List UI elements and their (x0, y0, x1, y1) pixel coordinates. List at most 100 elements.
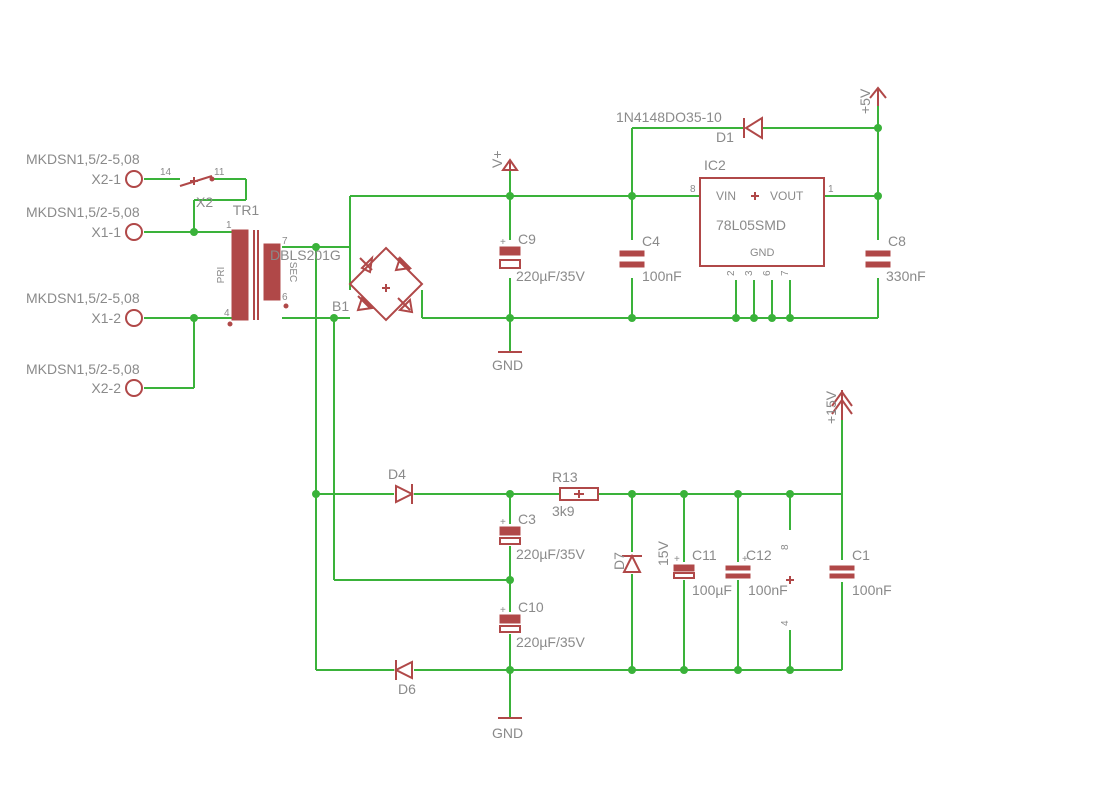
gnd-label: GND (492, 357, 523, 373)
supply-pin-label: 8 (780, 544, 791, 550)
regulator-pin-label: 6 (762, 270, 773, 276)
regulator-pin-label: 2 (726, 270, 737, 276)
junction-dot (506, 192, 514, 200)
supply-plus5v: +5V (857, 86, 887, 114)
junction-dot (786, 314, 794, 322)
connector-x1-1[interactable]: MKDSN1,5/2-5,08 X1-1 (26, 204, 143, 241)
cap-name-label: C3 (518, 511, 536, 527)
regulator-vout-label: VOUT (770, 189, 804, 203)
bridge-name-label: B1 (332, 298, 349, 314)
diode-name-label: D6 (398, 681, 416, 697)
junction-dot (786, 666, 794, 674)
cap-value-label: 220µF/35V (516, 268, 585, 284)
diode-value-label: 1N4148DO35-10 (616, 109, 722, 125)
transformer-tr1[interactable]: TR1 PRI SEC 1 4 7 6 (216, 202, 298, 327)
cap-value-label: 220µF/35V (516, 634, 585, 650)
transformer-pin-label: 6 (282, 292, 288, 303)
junction-dot (732, 314, 740, 322)
supply-vplus: V+ (489, 150, 519, 171)
junction-dot (190, 228, 198, 236)
capacitor-c11[interactable]: + C11 100µF (673, 547, 732, 598)
junction-dot (506, 490, 514, 498)
bridge-rectifier-b1[interactable]: DBLS201G B1 (270, 246, 424, 322)
resistor-value-label: 3k9 (552, 503, 575, 519)
gnd-label: GND (492, 725, 523, 741)
junctions (190, 124, 882, 674)
switch-pin-label: 11 (214, 167, 225, 178)
regulator-pin-label: 7 (780, 270, 791, 276)
junction-dot (874, 192, 882, 200)
connector-pin-label: X2-1 (91, 171, 121, 187)
gnd-symbol-top: GND (492, 351, 523, 373)
supply-plus15v: +15V (823, 390, 853, 424)
resistor-r13[interactable]: R13 3k9 (552, 469, 599, 519)
junction-dot (628, 192, 636, 200)
resistor-name-label: R13 (552, 469, 578, 485)
junction-dot (312, 490, 320, 498)
junction-dot (330, 314, 338, 322)
capacitor-c9[interactable]: + C9 220µF/35V (499, 231, 585, 284)
switch-name-label: X2 (196, 194, 213, 210)
transformer-pri-label: PRI (216, 267, 227, 284)
diode-d1[interactable]: 1N4148DO35-10 D1 (616, 109, 763, 145)
junction-dot (312, 243, 320, 251)
connector-pin-label: X1-1 (91, 224, 121, 240)
capacitor-c10[interactable]: + C10 220µF/35V (499, 599, 585, 650)
supply-pins: 8 4 (780, 544, 794, 626)
diode-d6[interactable]: D6 (393, 660, 416, 697)
regulator-pin-label: 8 (690, 184, 696, 195)
polarity-mark: + (500, 605, 506, 616)
capacitor-c8[interactable]: C8 330nF (865, 233, 926, 284)
regulator-ic2[interactable]: VIN VOUT GND IC2 78L05SMD 8 1 2 3 6 7 (690, 157, 834, 276)
junction-dot (506, 576, 514, 584)
diode-d4[interactable]: D4 (388, 466, 415, 504)
cap-value-label: 100nF (642, 268, 682, 284)
junction-dot (768, 314, 776, 322)
cap-value-label: 100µF (692, 582, 732, 598)
connector-x2-1[interactable]: MKDSN1,5/2-5,08 X2-1 (26, 151, 143, 188)
diode-name-label: D7 (611, 552, 627, 570)
polarity-mark: + (500, 237, 506, 248)
connector-x2-2[interactable]: MKDSN1,5/2-5,08 X2-2 (26, 361, 143, 397)
transformer-sec-label: SEC (287, 262, 298, 283)
zener-diode-d7[interactable]: D7 15V (611, 540, 671, 573)
cap-name-label: C10 (518, 599, 544, 615)
connector-type-label: MKDSN1,5/2-5,08 (26, 290, 140, 306)
polarity-mark: + (500, 517, 506, 528)
transformer-pin-label: 1 (226, 220, 232, 231)
junction-dot (874, 124, 882, 132)
junction-dot (680, 490, 688, 498)
regulator-pin-label: 3 (744, 270, 755, 276)
capacitor-c4[interactable]: C4 100nF (619, 233, 682, 284)
junction-dot (628, 314, 636, 322)
regulator-value-label: 78L05SMD (716, 217, 786, 233)
capacitor-c12[interactable]: + C12 100nF (725, 547, 788, 598)
switch-pin-label: 14 (160, 167, 172, 178)
regulator-gnd-label: GND (750, 247, 775, 259)
junction-dot (680, 666, 688, 674)
wires (144, 100, 879, 718)
junction-dot (734, 490, 742, 498)
cap-name-label: C8 (888, 233, 906, 249)
junction-dot (190, 314, 198, 322)
regulator-name-label: IC2 (704, 157, 726, 173)
cap-value-label: 220µF/35V (516, 546, 585, 562)
connector-x1-2[interactable]: MKDSN1,5/2-5,08 X1-2 (26, 290, 143, 327)
junction-dot (750, 314, 758, 322)
junction-dot (734, 666, 742, 674)
diode-name-label: D1 (716, 129, 734, 145)
switch-x2[interactable]: 14 11 X2 (160, 167, 225, 210)
diode-name-label: D4 (388, 466, 406, 482)
junction-dot (506, 314, 514, 322)
polarity-mark: + (742, 554, 748, 565)
regulator-vin-label: VIN (716, 189, 736, 203)
bridge-value-label: DBLS201G (270, 247, 341, 263)
transformer-pin-label: 7 (282, 236, 288, 247)
transformer-pin-label: 4 (224, 308, 230, 319)
connector-type-label: MKDSN1,5/2-5,08 (26, 151, 140, 167)
cap-value-label: 100nF (748, 582, 788, 598)
capacitor-c3[interactable]: + C3 220µF/35V (499, 511, 585, 562)
cap-name-label: C12 (746, 547, 772, 563)
capacitor-c1[interactable]: C1 100nF (829, 547, 892, 598)
junction-dot (786, 490, 794, 498)
